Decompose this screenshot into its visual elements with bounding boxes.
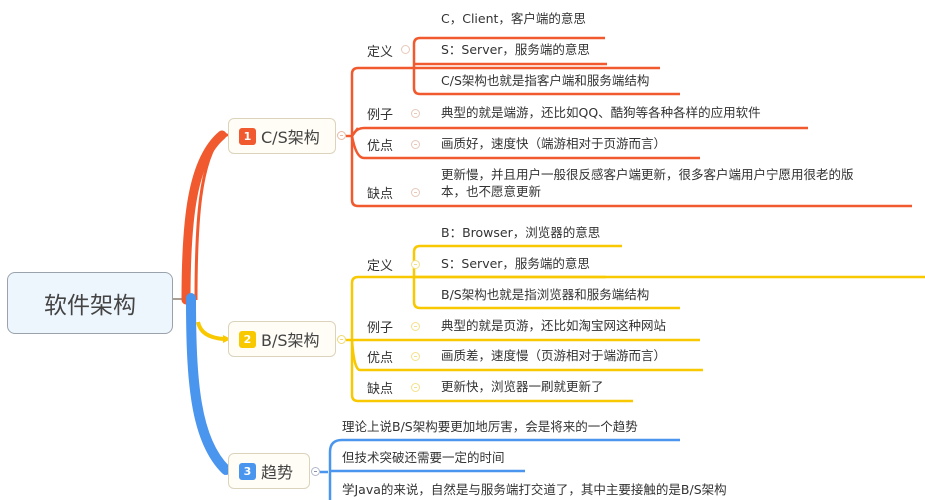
leaf-text: B：Browser，浏览器的意思	[441, 225, 601, 240]
branch-title: C/S架构	[261, 128, 320, 147]
leaf-text: 典型的就是端游，还比如QQ、酷狗等各种各样的应用软件	[441, 105, 761, 120]
collapse-toggle-icon[interactable]	[337, 131, 346, 140]
leaf-text: 画质好，速度快（端游相对于页游而言）	[441, 136, 667, 151]
topic-pros[interactable]: 优点	[367, 351, 394, 366]
topic-example[interactable]: 例子	[367, 321, 394, 336]
leaf-text: 理论上说B/S架构要更加地厉害，会是将来的一个趋势	[342, 419, 638, 434]
topic-cons[interactable]: 缺点	[367, 382, 394, 397]
topic-cons[interactable]: 缺点	[367, 187, 394, 202]
leaf-text: S：Server，服务端的意思	[441, 42, 590, 57]
leaf-text: 更新快，浏览器一刷就更新了	[441, 379, 604, 394]
collapse-toggle-icon[interactable]	[411, 383, 420, 392]
branch-trend[interactable]: 3 趋势	[228, 453, 310, 489]
root-node[interactable]: 软件架构	[7, 272, 173, 334]
leaf-text: S：Server，服务端的意思	[441, 256, 590, 271]
collapse-toggle-icon[interactable]	[411, 260, 420, 269]
collapse-toggle-icon[interactable]	[401, 45, 410, 54]
collapse-toggle-icon[interactable]	[411, 322, 420, 331]
leaf-text: 典型的就是页游，还比如淘宝网这种网站	[441, 318, 667, 333]
leaf-text: C，Client，客户端的意思	[441, 11, 586, 26]
number-badge: 1	[239, 127, 256, 145]
leaf-text: 学Java的来说，自然是与服务端打交道了，其中主要接触的是B/S架构	[342, 482, 727, 497]
leaf-text: 更新慢，并且用户一般很反感客户端更新，很多客户端用户宁愿用很老的版	[441, 167, 854, 182]
topic-pros[interactable]: 优点	[367, 139, 394, 154]
collapse-toggle-icon[interactable]	[411, 109, 420, 118]
branch-title: 趋势	[261, 463, 294, 482]
topic-example[interactable]: 例子	[367, 108, 394, 123]
topic-definition[interactable]: 定义	[367, 259, 394, 274]
collapse-toggle-icon[interactable]	[311, 467, 320, 476]
collapse-toggle-icon[interactable]	[411, 352, 420, 361]
leaf-text: C/S架构也就是指客户端和服务端结构	[441, 73, 650, 88]
number-badge: 3	[239, 462, 256, 480]
collapse-toggle-icon[interactable]	[337, 335, 346, 344]
topic-definition[interactable]: 定义	[367, 45, 394, 60]
collapse-toggle-icon[interactable]	[411, 188, 420, 197]
number-badge: 2	[239, 330, 256, 348]
leaf-text: B/S架构也就是指浏览器和服务端结构	[441, 287, 650, 302]
branch-cs[interactable]: 1 C/S架构	[228, 118, 336, 154]
branch-bs[interactable]: 2 B/S架构	[228, 321, 336, 357]
leaf-text: 画质差，速度慢（页游相对于端游而言）	[441, 348, 667, 363]
collapse-toggle-icon[interactable]	[411, 140, 420, 149]
leaf-text: 本，也不愿意更新	[441, 184, 542, 199]
branch-title: B/S架构	[261, 331, 320, 350]
root-title: 软件架构	[44, 293, 136, 319]
leaf-text: 但技术突破还需要一定的时间	[342, 450, 505, 465]
